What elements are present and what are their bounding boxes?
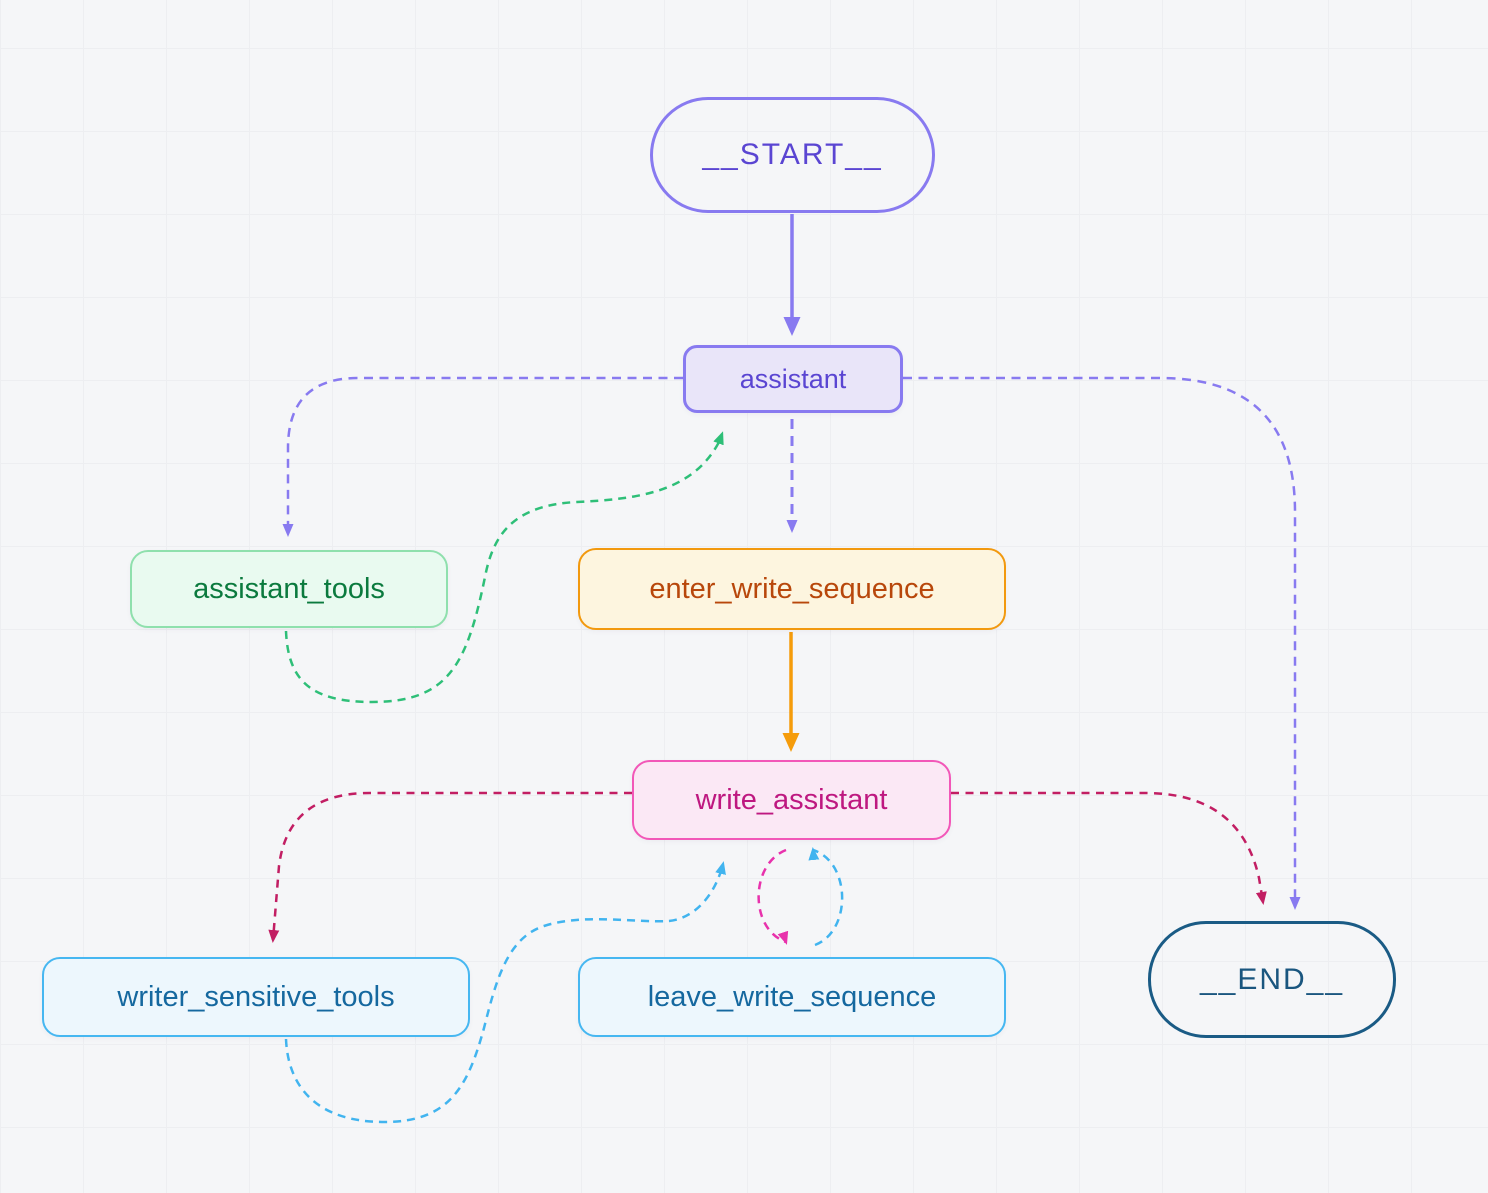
edge-writer-sensitive-tools-to-write-assistant	[284, 861, 726, 1124]
node-write-assistant-label: write_assistant	[695, 783, 888, 816]
node-write-assistant[interactable]: write_assistant	[632, 760, 951, 840]
node-assistant-tools-label: assistant_tools	[193, 572, 385, 605]
edge-write-assistant-to-writer-sensitive-tools	[268, 791, 632, 943]
node-end-label: __END__	[1199, 962, 1345, 996]
node-leave-write-sequence[interactable]: leave_write_sequence	[578, 957, 1006, 1037]
node-writer-sensitive-tools-label: writer_sensitive_tools	[117, 980, 395, 1013]
node-writer-sensitive-tools[interactable]: writer_sensitive_tools	[42, 957, 470, 1037]
node-assistant[interactable]: assistant	[683, 345, 903, 413]
edge-assistant-to-end	[903, 376, 1301, 910]
node-leave-write-sequence-label: leave_write_sequence	[647, 980, 937, 1013]
node-enter-write-sequence[interactable]: enter_write_sequence	[578, 548, 1006, 630]
edge-leave-write-sequence-to-write-assistant	[808, 847, 844, 947]
node-assistant-label: assistant	[739, 363, 847, 394]
node-start[interactable]: __START__	[650, 97, 935, 213]
node-end[interactable]: __END__	[1148, 921, 1396, 1038]
node-start-label: __START__	[702, 138, 883, 171]
edge-assistant-to-assistant-tools	[282, 376, 683, 537]
edge-write-assistant-to-leave-write-sequence	[757, 848, 789, 945]
node-assistant-tools[interactable]: assistant_tools	[130, 550, 448, 628]
node-enter-write-sequence-label: enter_write_sequence	[649, 572, 935, 605]
edge-write-assistant-to-end	[951, 791, 1267, 905]
